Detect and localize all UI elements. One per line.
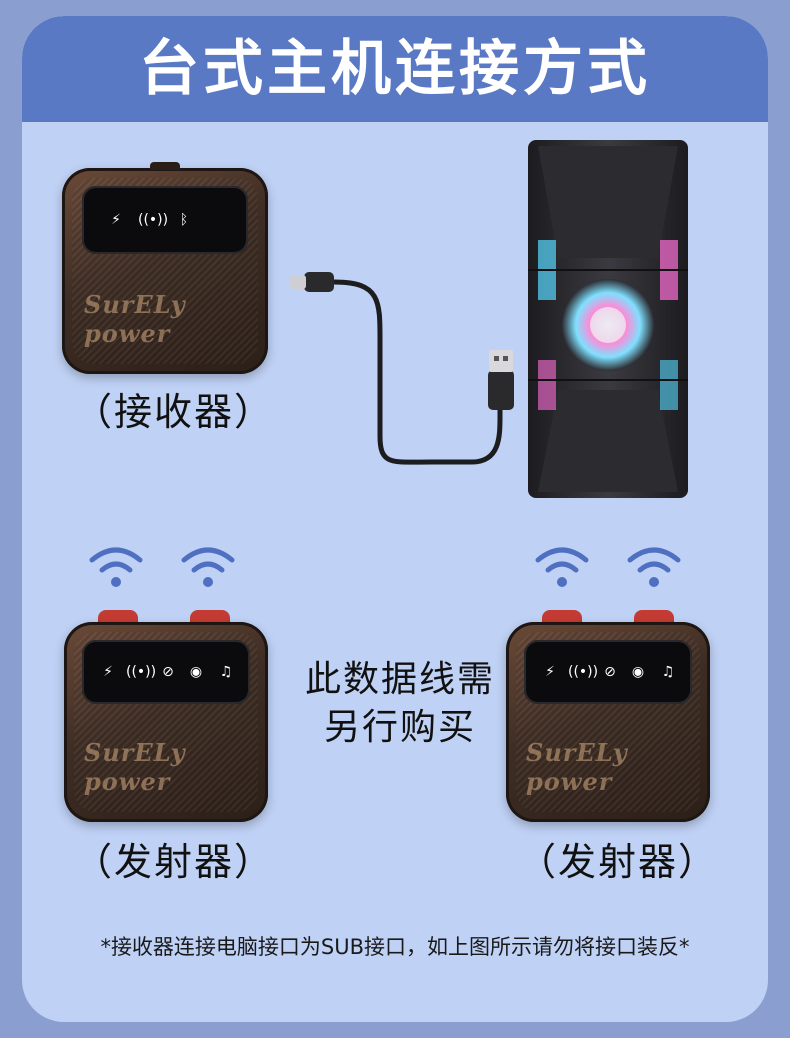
mute-mic-icon: ⊘ xyxy=(604,664,616,680)
footnote: *接收器连接电脑接口为SUB接口，如上图所示请勿将接口装反* xyxy=(100,935,690,959)
music-note-icon: ♫ xyxy=(661,664,675,680)
wifi-icon xyxy=(535,547,589,587)
usb-cable xyxy=(290,272,514,465)
wifi-icon xyxy=(89,547,143,587)
broadcast-icon: ((•)) xyxy=(568,664,599,680)
cable-note-line2: 另行购买 xyxy=(323,707,476,748)
transmitter-caption-right: （发射器） xyxy=(518,840,719,884)
transmitter-screen: ⚡ ((•)) ⊘ ◉ ♫ xyxy=(524,640,692,704)
page-title: 台式主机连接方式 xyxy=(139,34,651,104)
usb-a-plug xyxy=(488,370,514,410)
desktop-pc-case xyxy=(528,140,688,498)
noise-reduction-icon: ◉ xyxy=(631,664,645,680)
transmitter-screen: ⚡ ((•)) ⊘ ◉ ♫ xyxy=(82,640,250,704)
top-button xyxy=(150,162,180,170)
brand-logo: SurELy power xyxy=(84,290,186,348)
usb-c-connector xyxy=(290,275,306,289)
wifi-icon xyxy=(627,547,681,587)
usb-c-plug xyxy=(304,272,334,292)
lightning-circle-icon: ⚡ xyxy=(545,664,555,680)
title-banner: 台式主机连接方式 xyxy=(22,16,768,122)
cable-note: 此数据线需 另行购买 xyxy=(290,656,510,752)
transmitter-caption-left: （发射器） xyxy=(74,840,275,884)
mute-mic-icon: ⊘ xyxy=(162,664,174,680)
usb-a-connector xyxy=(489,350,513,372)
broadcast-icon: ((•)) xyxy=(126,664,157,680)
receiver-screen: ⚡ ((•)) ᛒ xyxy=(82,186,248,254)
brand-logo: SurELy power xyxy=(526,738,628,796)
receiver-caption: （接收器） xyxy=(74,390,275,434)
music-note-icon: ♫ xyxy=(219,664,233,680)
lightning-circle-icon: ⚡ xyxy=(103,664,113,680)
transmitter-device-right: ⚡ ((•)) ⊘ ◉ ♫ SurELy power xyxy=(506,622,710,822)
noise-reduction-icon: ◉ xyxy=(189,664,203,680)
brand-logo: SurELy power xyxy=(84,738,186,796)
cable-note-line1: 此数据线需 xyxy=(304,659,495,700)
receiver-device: ⚡ ((•)) ᛒ SurELy power xyxy=(62,162,268,374)
wifi-icon xyxy=(181,547,235,587)
bluetooth-icon: ᛒ xyxy=(179,212,189,228)
transmitter-device-left: ⚡ ((•)) ⊘ ◉ ♫ SurELy power xyxy=(64,622,268,822)
content-card: 台式主机连接方式 ⚡ ((•)) ᛒ SurELy power （接收器） xyxy=(22,16,768,1022)
lightning-circle-icon: ⚡ xyxy=(111,212,121,228)
